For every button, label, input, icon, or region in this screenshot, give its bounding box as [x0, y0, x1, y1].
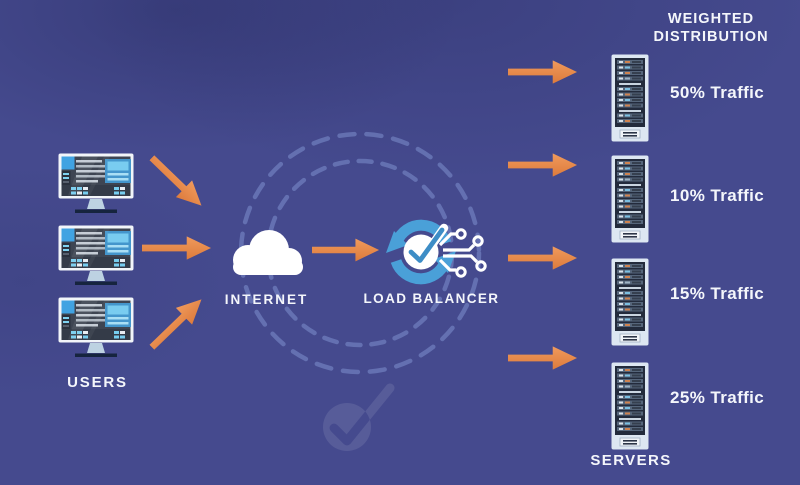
- load-balancer-icon: [385, 211, 503, 293]
- checkmark-watermark: [323, 383, 395, 451]
- internet-label: INTERNET: [224, 292, 309, 307]
- orange-arrow-icon: [142, 235, 212, 261]
- weighted-distribution-title-line1: WEIGHTED: [667, 11, 755, 27]
- servers-label: SERVERS: [590, 452, 672, 469]
- load-balancer-label: LOAD BALANCER: [363, 291, 500, 306]
- orange-arrow-icon: [508, 152, 578, 178]
- traffic-percentage-label: 10% Traffic: [670, 186, 765, 205]
- server-rack-icon: [611, 54, 649, 142]
- orange-arrow-icon: [508, 245, 578, 271]
- server-rack-icon: [611, 258, 649, 346]
- orange-arrow-icon: [508, 345, 578, 371]
- internet-cloud-icon: [226, 223, 310, 281]
- traffic-percentage-label: 50% Traffic: [670, 83, 765, 102]
- weighted-distribution-title: WEIGHTED DISTRIBUTION: [632, 11, 790, 46]
- orange-arrow-icon: [143, 289, 211, 356]
- user-computer-icon: [58, 153, 146, 215]
- traffic-percentage-label: 15% Traffic: [670, 284, 765, 303]
- user-computer-icon: [58, 225, 146, 287]
- weighted-distribution-title-line2: DISTRIBUTION: [653, 28, 769, 45]
- orange-arrow-icon: [508, 59, 578, 85]
- users-label: USERS: [67, 374, 128, 391]
- traffic-percentage-label: 25% Traffic: [670, 388, 765, 407]
- user-computer-icon: [58, 297, 146, 359]
- orange-arrow-icon: [312, 237, 380, 263]
- orange-arrow-icon: [143, 148, 211, 215]
- server-rack-icon: [611, 155, 649, 243]
- server-rack-icon: [611, 362, 649, 450]
